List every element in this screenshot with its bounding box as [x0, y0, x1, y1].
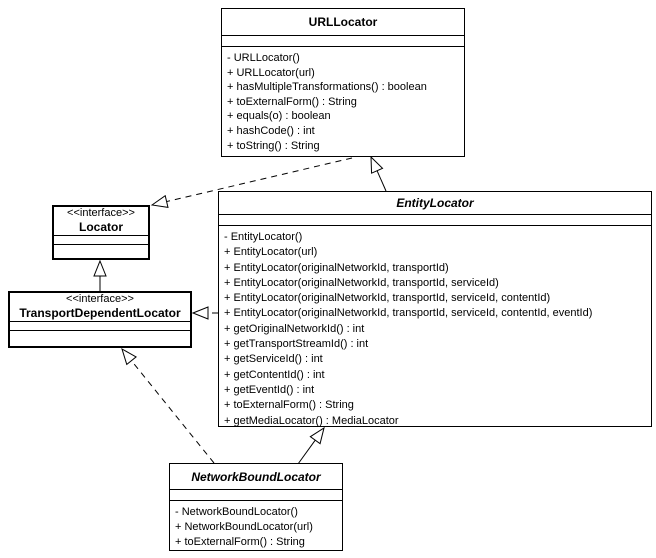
class-name: EntityLocator [396, 196, 474, 210]
interface-transportdependentlocator[interactable]: <<interface>> TransportDependentLocator [8, 291, 192, 348]
method-item: + getServiceId() : int [224, 353, 323, 366]
methods-compartment [10, 331, 190, 346]
method-item: + getMediaLocator() : MediaLocator [224, 414, 399, 427]
class-title-compartment: NetworkBoundLocator [170, 464, 342, 490]
hollow-triangle-arrowhead [191, 306, 209, 320]
attributes-compartment [219, 215, 651, 226]
interface-stereotype: <<interface>> [66, 293, 134, 305]
hollow-triangle-arrowhead [150, 194, 169, 209]
method-item: + hashCode() : int [227, 124, 315, 137]
class-urllocator[interactable]: URLLocator - URLLocator() + URLLocator(ur… [221, 8, 465, 157]
interface-stereotype: <<interface>> [67, 207, 135, 219]
method-item: + toExternalForm() : String [175, 536, 305, 548]
class-name: URLLocator [308, 15, 378, 29]
method-item: + getOriginalNetworkId() : int [224, 322, 365, 335]
hollow-triangle-arrowhead [309, 426, 325, 445]
methods-compartment: - EntityLocator() + EntityLocator(url) + E… [219, 226, 651, 429]
edge-realization-NetworkBoundLocator-to-TransportDependentLocator [131, 360, 215, 464]
methods-compartment: - URLLocator() + URLLocator(url) + hasMult… [222, 47, 464, 156]
method-item: + getEventId() : int [224, 383, 315, 396]
method-item: + EntityLocator(url) [224, 246, 318, 259]
method-item: - EntityLocator() [224, 231, 303, 243]
class-networkboundlocator[interactable]: NetworkBoundLocator - NetworkBoundLocato… [169, 463, 343, 551]
hollow-triangle-arrowhead [121, 347, 137, 366]
method-item: + EntityLocator(originalNetworkId, trans… [224, 292, 551, 305]
interface-name: TransportDependentLocator [19, 306, 181, 320]
edge-generalization-EntityLocator-to-URLLocator [376, 170, 387, 192]
method-item: - URLLocator() [227, 52, 300, 64]
method-item: + hasMultipleTransformations() : boolean [227, 81, 427, 94]
hollow-triangle-arrowhead [93, 259, 107, 277]
method-item: + equals(o) : boolean [227, 110, 331, 123]
edge-realization-URLLocator-to-Locator [166, 157, 353, 203]
method-item: + toExternalForm() : String [224, 399, 354, 412]
method-item: + EntityLocator(originalNetworkId, trans… [224, 307, 593, 320]
attributes-compartment [222, 36, 464, 47]
hollow-triangle-arrowhead [370, 155, 384, 174]
class-title-compartment: EntityLocator [219, 192, 651, 215]
method-item: + URLLocator(url) [227, 66, 315, 79]
attributes-compartment [54, 236, 148, 245]
interface-title-compartment: <<interface>> Locator [54, 207, 148, 236]
interface-locator[interactable]: <<interface>> Locator [52, 205, 150, 260]
edge-generalization-NetworkBoundLocator-to-EntityLocator [297, 439, 316, 465]
class-title-compartment: URLLocator [222, 9, 464, 36]
interface-title-compartment: <<interface>> TransportDependentLocator [10, 293, 190, 322]
methods-compartment [54, 245, 148, 258]
methods-compartment: - NetworkBoundLocator() + NetworkBoundLoc… [170, 501, 342, 550]
method-item: + getContentId() : int [224, 368, 325, 381]
attributes-compartment [10, 322, 190, 331]
attributes-compartment [170, 490, 342, 501]
method-item: + EntityLocator(originalNetworkId, trans… [224, 276, 499, 289]
method-item: + toExternalForm() : String [227, 95, 357, 108]
method-item: + NetworkBoundLocator(url) [175, 521, 313, 533]
method-item: + toString() : String [227, 139, 320, 152]
method-item: + getTransportStreamId() : int [224, 338, 369, 351]
method-item: + EntityLocator(originalNetworkId, trans… [224, 261, 449, 274]
interface-name: Locator [78, 220, 123, 234]
method-item: - NetworkBoundLocator() [175, 506, 298, 518]
class-name: NetworkBoundLocator [191, 469, 321, 484]
class-entitylocator[interactable]: EntityLocator - EntityLocator() + EntityL… [218, 191, 652, 427]
